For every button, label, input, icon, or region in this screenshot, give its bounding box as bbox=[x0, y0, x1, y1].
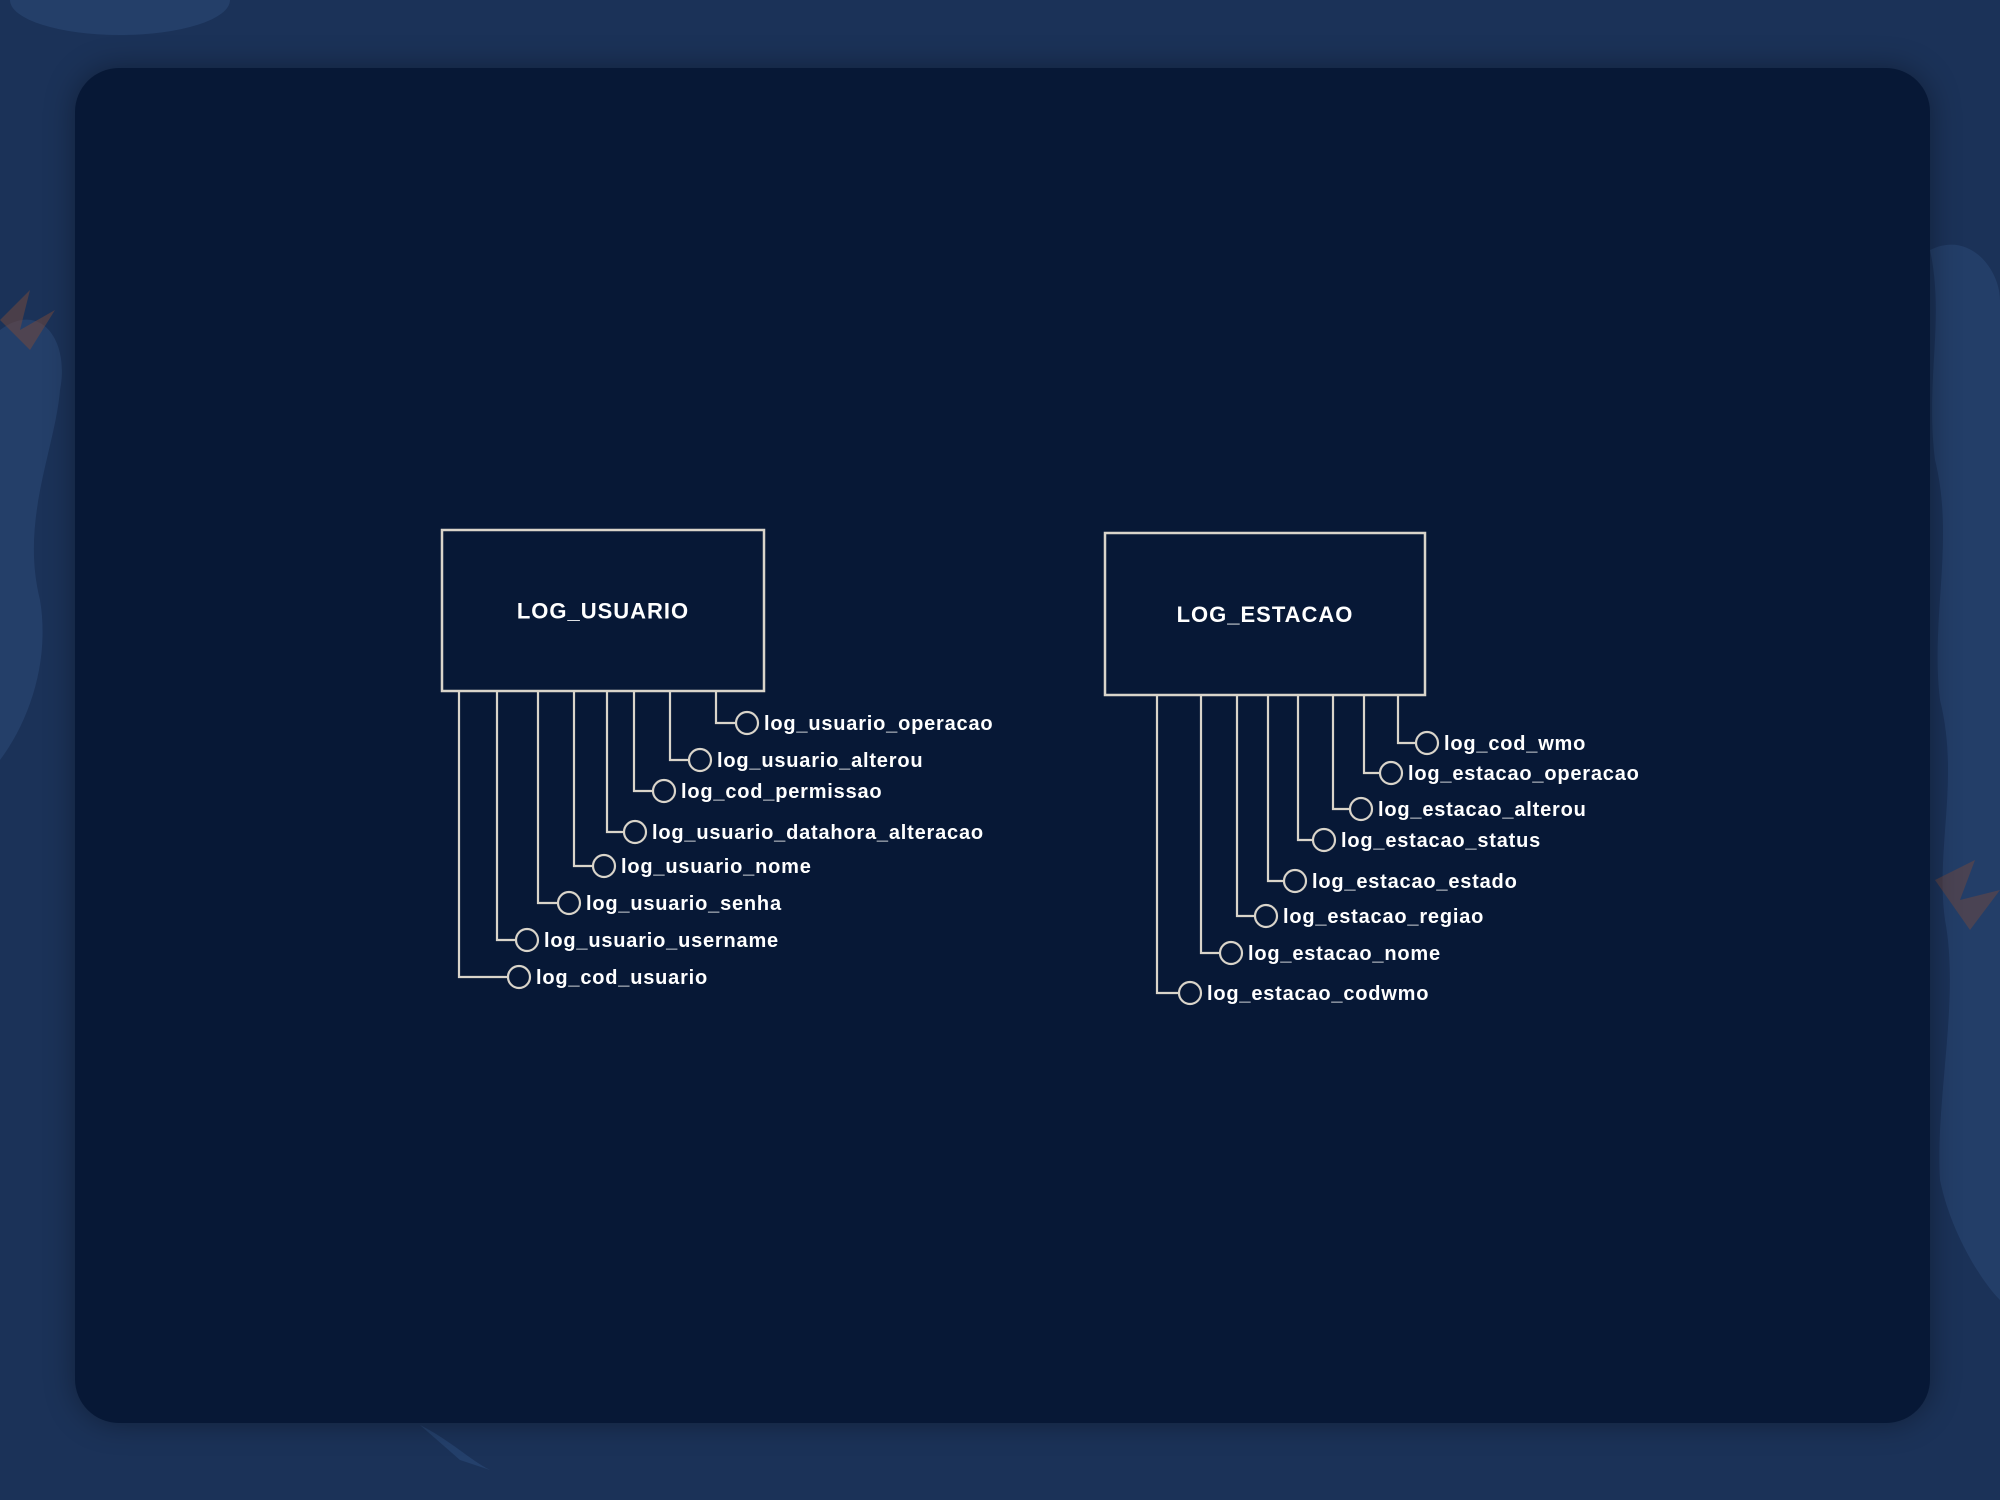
attribute-circle-icon bbox=[1177, 980, 1203, 1006]
attribute-label: log_estacao_regiao bbox=[1283, 906, 1484, 928]
attribute-circle-icon bbox=[591, 853, 617, 879]
attribute-connector bbox=[632, 691, 653, 793]
attribute-log-usuario-operacao: log_usuario_operacao bbox=[714, 691, 993, 736]
attribute-connector bbox=[714, 691, 736, 725]
entity-title: LOG_ESTACAO bbox=[1177, 602, 1354, 627]
entity-log-estacao: LOG_ESTACAO log_cod_wmo log_estacao_operac… bbox=[1103, 531, 1640, 1006]
attribute-label: log_usuario_senha bbox=[586, 893, 782, 915]
attribute-label: log_cod_permissao bbox=[681, 781, 882, 803]
attribute-label: log_estacao_estado bbox=[1312, 871, 1518, 893]
attribute-connector bbox=[1155, 695, 1179, 995]
attribute-connector bbox=[1362, 695, 1380, 775]
attribute-connector bbox=[536, 691, 558, 905]
attribute-circle-icon bbox=[1218, 940, 1244, 966]
attribute-label: log_estacao_alterou bbox=[1378, 799, 1587, 821]
attribute-log-estacao-codwmo: log_estacao_codwmo bbox=[1155, 695, 1429, 1006]
attribute-log-usuario-nome: log_usuario_nome bbox=[572, 691, 812, 879]
attribute-log-estacao-estado: log_estacao_estado bbox=[1266, 695, 1518, 894]
attribute-circle-icon bbox=[1311, 827, 1337, 853]
attribute-connector bbox=[1235, 695, 1255, 918]
attribute-connector bbox=[457, 691, 508, 979]
entity-box bbox=[440, 528, 766, 693]
attribute-log-estacao-operacao: log_estacao_operacao bbox=[1362, 695, 1640, 786]
attribute-connector bbox=[1396, 695, 1416, 745]
attribute-circle-icon bbox=[687, 747, 713, 773]
attribute-circle-icon bbox=[1282, 868, 1308, 894]
attribute-circle-icon bbox=[1378, 760, 1404, 786]
attribute-log-cod-wmo: log_cod_wmo bbox=[1396, 695, 1586, 756]
attribute-log-estacao-alterou: log_estacao_alterou bbox=[1331, 695, 1587, 822]
attribute-log-usuario-datahora-alteracao: log_usuario_datahora_alteracao bbox=[605, 691, 984, 845]
diagram-panel bbox=[75, 68, 1930, 1423]
attribute-circle-icon bbox=[556, 890, 582, 916]
attribute-log-estacao-status: log_estacao_status bbox=[1296, 695, 1541, 853]
attribute-log-estacao-nome: log_estacao_nome bbox=[1199, 695, 1441, 966]
attribute-log-usuario-senha: log_usuario_senha bbox=[536, 691, 782, 916]
attribute-connector bbox=[1199, 695, 1220, 955]
attribute-circle-icon bbox=[506, 964, 532, 990]
attribute-log-usuario-alterou: log_usuario_alterou bbox=[668, 691, 923, 773]
attribute-label: log_usuario_alterou bbox=[717, 750, 923, 772]
entity-log-usuario: LOG_USUARIO log_usuario_operacao log_usuar… bbox=[440, 528, 993, 990]
attribute-circle-icon bbox=[1348, 796, 1374, 822]
attribute-log-estacao-regiao: log_estacao_regiao bbox=[1235, 695, 1484, 929]
attribute-connector bbox=[668, 691, 689, 762]
attribute-circle-icon bbox=[1414, 730, 1440, 756]
attribute-connector bbox=[572, 691, 593, 868]
attribute-label: log_usuario_username bbox=[544, 930, 779, 952]
attribute-circle-icon bbox=[514, 927, 540, 953]
attribute-label: log_estacao_codwmo bbox=[1207, 983, 1429, 1005]
attribute-log-cod-permissao: log_cod_permissao bbox=[632, 691, 882, 804]
attribute-connector bbox=[1331, 695, 1350, 811]
attribute-label: log_usuario_datahora_alteracao bbox=[652, 822, 984, 844]
attribute-connector bbox=[1296, 695, 1313, 842]
attribute-log-usuario-username: log_usuario_username bbox=[495, 691, 779, 953]
attribute-circle-icon bbox=[1253, 903, 1279, 929]
attribute-circle-icon bbox=[651, 778, 677, 804]
entity-title: LOG_USUARIO bbox=[517, 599, 689, 624]
attribute-circle-icon bbox=[734, 710, 760, 736]
attribute-label: log_estacao_nome bbox=[1248, 943, 1441, 965]
attribute-label: log_cod_usuario bbox=[536, 967, 708, 989]
attribute-label: log_estacao_status bbox=[1341, 830, 1541, 852]
attribute-label: log_usuario_operacao bbox=[764, 713, 993, 735]
attribute-circle-icon bbox=[622, 819, 648, 845]
attribute-label: log_cod_wmo bbox=[1444, 733, 1586, 755]
attribute-label: log_estacao_operacao bbox=[1408, 763, 1640, 785]
attribute-connector bbox=[605, 691, 624, 834]
attribute-connector bbox=[1266, 695, 1284, 883]
entity-box bbox=[1103, 531, 1427, 697]
attribute-log-cod-usuario: log_cod_usuario bbox=[457, 691, 708, 990]
attribute-connector bbox=[495, 691, 516, 942]
attribute-label: log_usuario_nome bbox=[621, 856, 812, 878]
